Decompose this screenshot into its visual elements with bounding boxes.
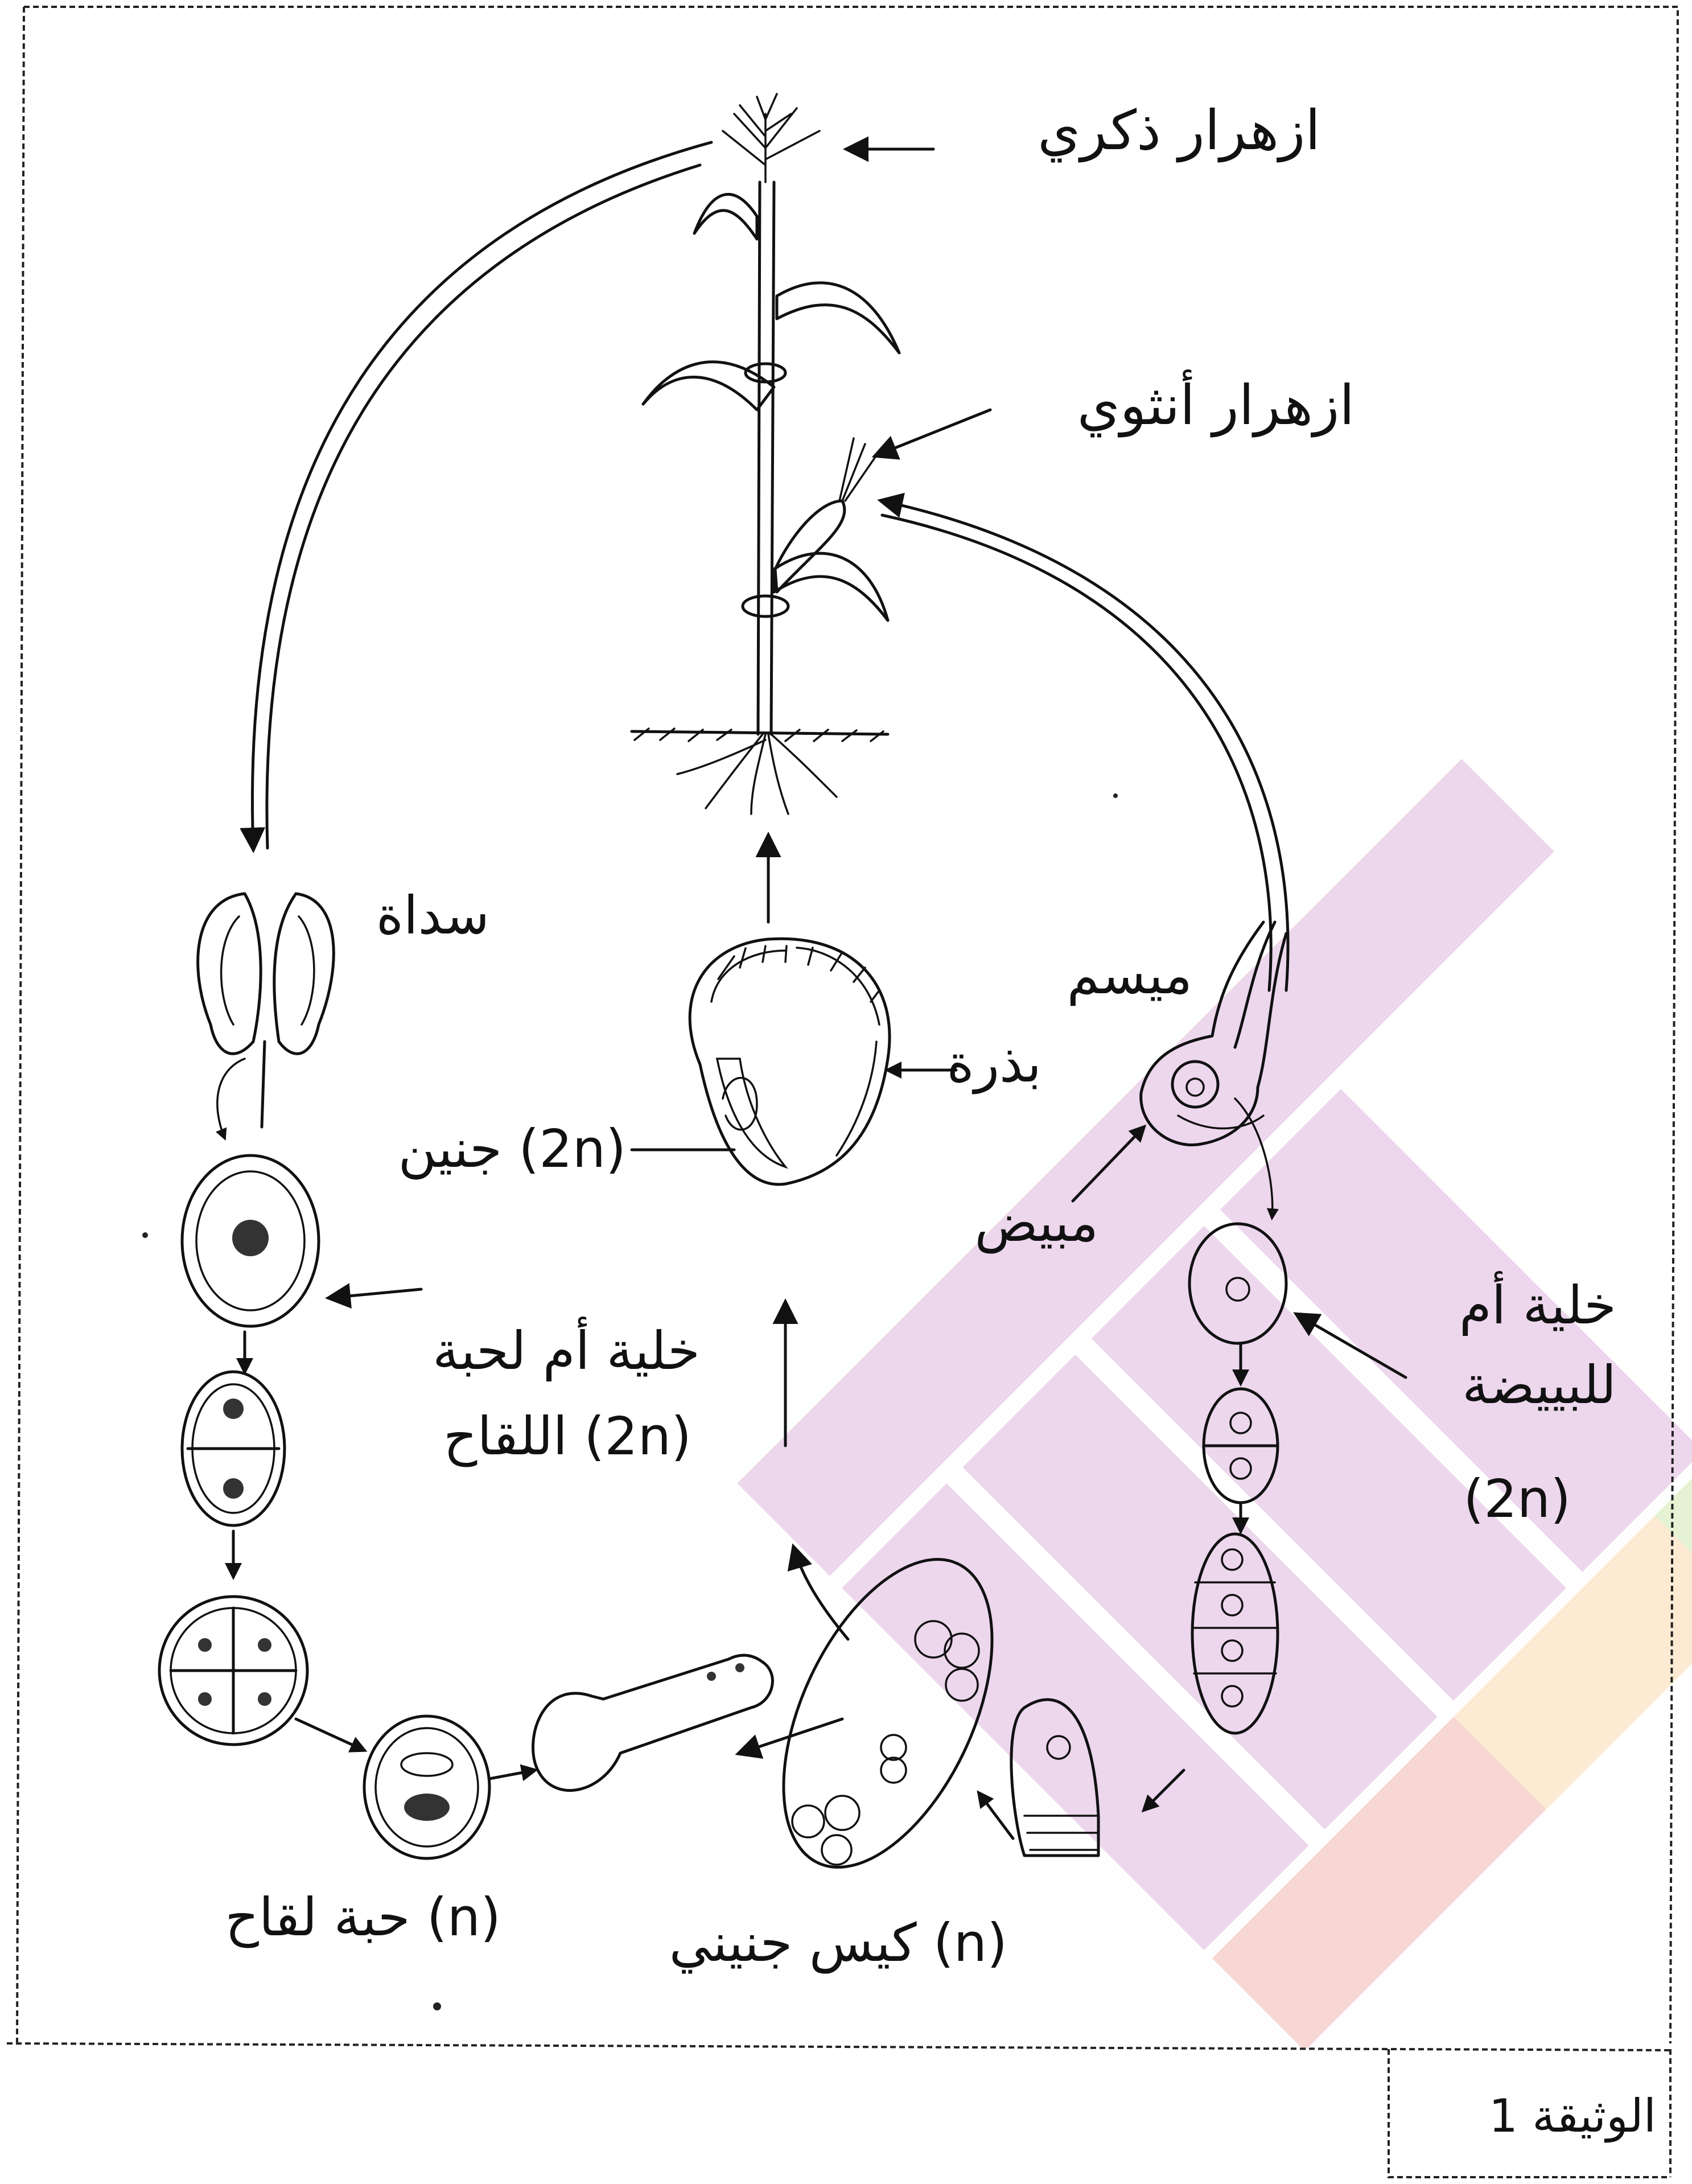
label-ovary: مبيض <box>974 1192 1098 1254</box>
label-pollen-grain: حبة لقاح (n) <box>225 1887 501 1948</box>
document-label-box: الوثيقة 1 <box>1489 2090 1656 2143</box>
arrow-tetrad-to-pollen <box>296 1719 364 1750</box>
pollen-mother-cell: خلية أم لحبة اللقاح (2n) <box>182 1155 700 1467</box>
seed-with-embryo: بذرة جنين (2n) <box>398 939 1041 1184</box>
label-anther: سداة <box>376 885 489 946</box>
arrow-pollen-to-tube <box>489 1770 535 1779</box>
pollen-tube <box>533 1655 773 1790</box>
label-stigma: ميسم <box>1067 945 1192 1006</box>
tetrad-cell <box>159 1597 307 1745</box>
label-male-flower: ازهرار ذكري <box>1038 98 1320 163</box>
label-egg-mother-cell-2: للبييضة <box>1462 1355 1616 1416</box>
document-label: الوثيقة 1 <box>1489 2090 1656 2143</box>
arrow-megaspore-to-sac <box>979 1793 1013 1838</box>
stray-dot <box>142 1232 148 1238</box>
label-pollen-mother-cell-1: خلية أم لحبة <box>433 1317 700 1381</box>
label-egg-mother-cell-1: خلية أم <box>1459 1271 1616 1336</box>
stray-dot <box>1113 793 1118 798</box>
male-flower-callout: ازهرار ذكري <box>848 98 1320 163</box>
anther-structure: سداة <box>198 885 489 1138</box>
label-seed: بذرة <box>946 1033 1041 1094</box>
label-pollen-mother-cell-2: اللقاح (2n) <box>443 1406 691 1467</box>
arrow-pollen-to-ear <box>882 501 1288 990</box>
female-flower-callout: ازهرار أنثوي <box>876 369 1355 455</box>
arrow-tassel-to-anther <box>252 142 711 848</box>
label-egg-mother-cell-3: (2n) <box>1463 1469 1571 1529</box>
label-embryo-sac: كيس جنيني (n) <box>669 1912 1007 1974</box>
stray-dot <box>433 2002 441 2010</box>
label-female-flower: ازهرار أنثوي <box>1077 369 1355 438</box>
maize-plant <box>632 94 899 814</box>
dyad-cell <box>182 1372 285 1525</box>
label-embryo: جنين (2n) <box>398 1118 626 1180</box>
